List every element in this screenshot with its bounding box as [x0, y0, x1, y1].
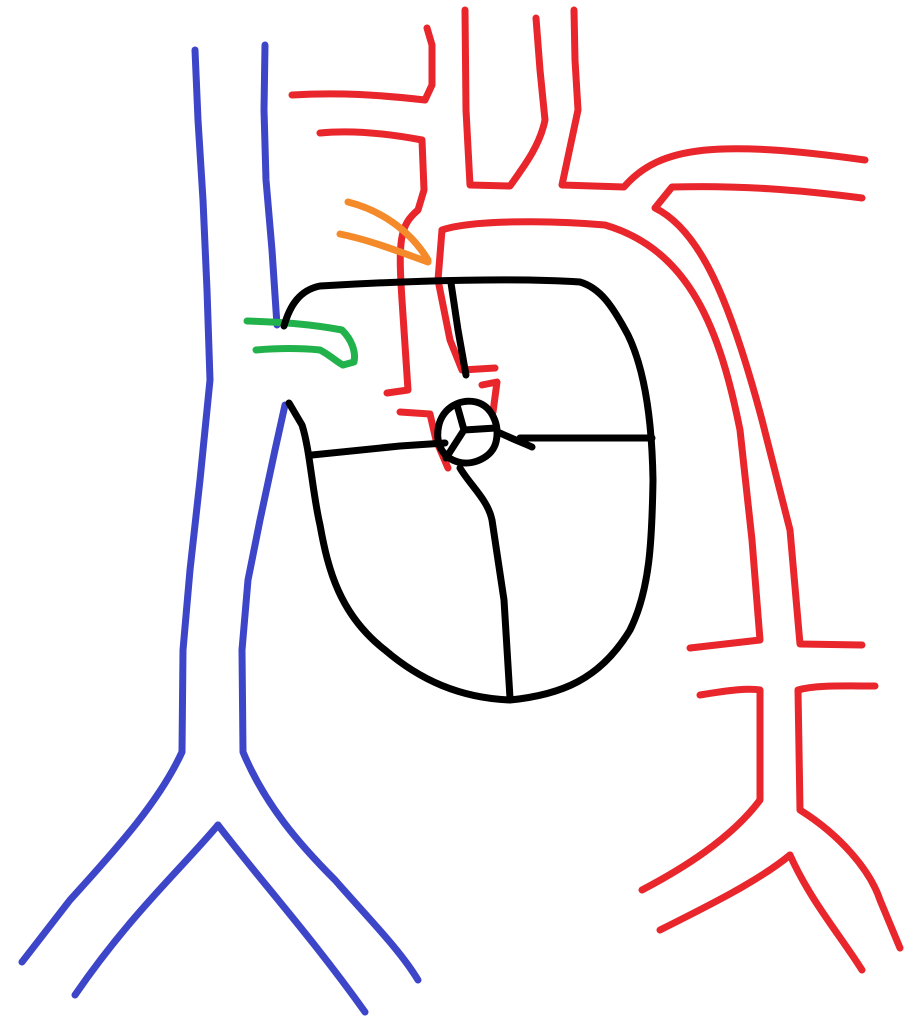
artery-right-branch-upper — [562, 10, 865, 187]
vein-system — [22, 45, 418, 1012]
artery-left-branch-inner — [320, 132, 424, 393]
heart-right-divider — [500, 433, 652, 447]
artery-system — [292, 10, 900, 970]
artery-descending-lower-right — [798, 686, 900, 948]
vein-right-wall-lower — [242, 405, 418, 980]
artery-left-branch-outer — [292, 28, 432, 100]
green-vessel — [247, 321, 355, 365]
green-vessel-lower — [256, 349, 343, 366]
vein-left-iliac-inner — [75, 825, 218, 995]
artery-descending-lower-left — [642, 689, 760, 890]
artery-mid-branch — [465, 10, 545, 186]
artery-iliac-inner-right — [790, 855, 862, 970]
heart-left-divider — [312, 443, 445, 455]
artery-aortic-arch-outer — [655, 187, 862, 645]
heart-outline-top — [284, 280, 653, 700]
vein-left-wall — [22, 50, 210, 962]
vein-right-iliac-inner — [218, 825, 365, 1012]
vein-right-wall-upper — [264, 45, 277, 325]
heart — [284, 280, 653, 700]
artery-pulmonary-trunk — [438, 230, 495, 370]
heart-septum-lower — [460, 468, 510, 698]
